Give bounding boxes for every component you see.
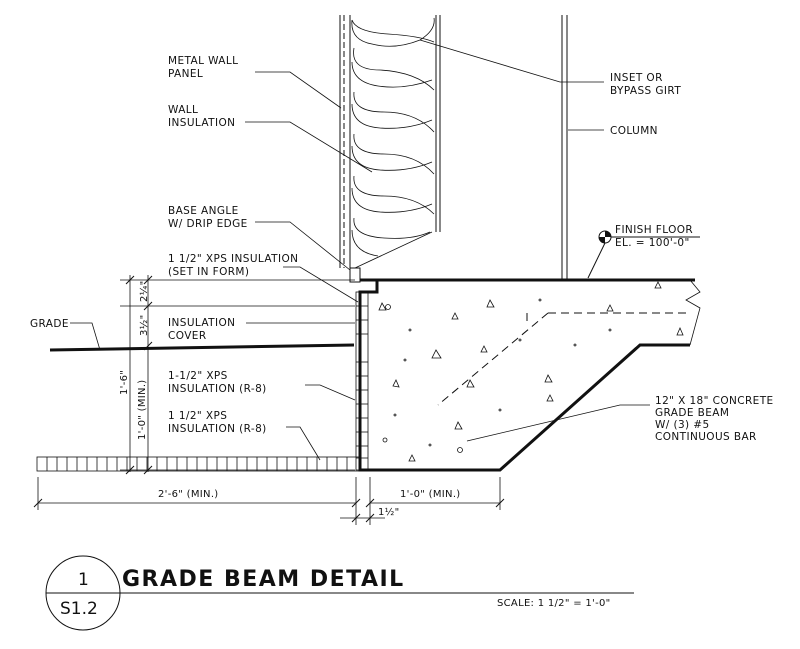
dim-2-6-min: 2'-6" (MIN.): [158, 489, 219, 500]
dim-1-6: 1'-6": [119, 370, 130, 395]
column: [561, 15, 568, 280]
dimension-lines: [37, 275, 501, 525]
label-xps-in-form: 1 1/2" XPS INSULATION(SET IN FORM): [168, 253, 298, 278]
leader-lines: [70, 39, 650, 461]
label-grade: GRADE: [30, 318, 69, 330]
dim-1-1-2: 1½": [378, 506, 400, 518]
horizontal-xps-insulation: [36, 456, 361, 472]
concrete-aggregate: [378, 281, 684, 462]
wall-insulation-pattern: [351, 17, 435, 257]
grade-beam-outline: [358, 278, 695, 472]
dimension-ticks: [33, 275, 505, 523]
detail-number: 1: [78, 570, 89, 590]
detail-title: GRADE BEAM DETAIL: [122, 567, 405, 592]
grade-line: [49, 343, 355, 352]
dim-3-1-2: 3½": [138, 314, 150, 336]
insulation-bottom-edge: [354, 231, 433, 269]
reinforcing-bar-dashed: [437, 312, 690, 406]
title-block: 1 S1.2 GRADE BEAM DETAIL SCALE: 1 1/2" =…: [45, 555, 634, 631]
dim-1-0-min-vertical: 1'-0" (MIN.): [137, 380, 148, 441]
slab-break-line: [685, 279, 701, 346]
base-angle: [349, 267, 361, 283]
finish-floor-symbol: [587, 230, 700, 279]
label-column: COLUMN: [610, 125, 658, 137]
wall-assembly: [339, 15, 441, 268]
dim-2-1-4: 2¼": [138, 280, 150, 302]
sheet-number: S1.2: [60, 599, 98, 619]
dim-1-0-min-horizontal: 1'-0" (MIN.): [400, 489, 461, 500]
scale-text: SCALE: 1 1/2" = 1'-0": [497, 598, 611, 609]
dimension-texts: 2¼" 3½" 1'-6" 1'-0" (MIN.) 2'-6" (MIN.) …: [119, 280, 461, 518]
vertical-xps-insulation: [355, 291, 369, 471]
